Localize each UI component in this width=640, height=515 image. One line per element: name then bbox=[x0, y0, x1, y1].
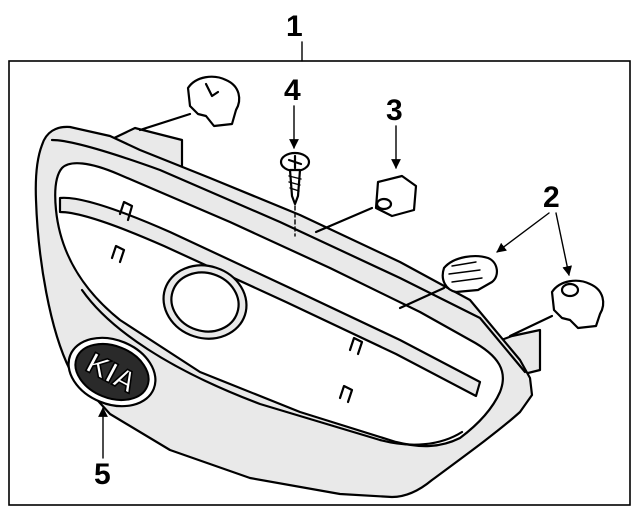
clip-upper-leader bbox=[138, 112, 192, 132]
clip-right-seal bbox=[398, 255, 498, 310]
callout-4: 4 bbox=[284, 74, 301, 107]
screw bbox=[279, 151, 311, 237]
clip-lower-leader bbox=[508, 314, 554, 338]
grille-emblem-recess bbox=[170, 271, 240, 333]
callout-2: 2 bbox=[543, 181, 560, 214]
kia-emblem: KIA bbox=[67, 336, 157, 408]
bracket-hole bbox=[375, 197, 393, 211]
grille-tab-4 bbox=[338, 384, 354, 404]
clip-upper-body bbox=[186, 75, 241, 128]
diagram-border bbox=[8, 60, 631, 506]
grille-top-rim bbox=[50, 138, 527, 374]
grille-lower-contour bbox=[80, 288, 464, 446]
screw-drive bbox=[287, 154, 303, 170]
bracket bbox=[314, 174, 418, 234]
callout-2-arrow-b bbox=[555, 212, 572, 276]
seal-ribs bbox=[448, 261, 483, 283]
callout-2-arrow-a bbox=[496, 212, 550, 253]
seal-leader bbox=[398, 286, 446, 310]
emblem-inner-field bbox=[74, 343, 150, 401]
grille-tab-1 bbox=[118, 200, 134, 222]
radiator-grille bbox=[34, 125, 542, 499]
clip-lower bbox=[508, 279, 605, 338]
clip-lower-head bbox=[560, 282, 580, 298]
bracket-leader bbox=[314, 206, 374, 234]
clip-upper-slot bbox=[204, 82, 220, 98]
callout-3: 3 bbox=[386, 94, 403, 127]
screw-thread bbox=[288, 175, 302, 192]
grille-tab-3 bbox=[348, 336, 364, 356]
callout-1: 1 bbox=[286, 10, 303, 43]
screw-shank bbox=[288, 168, 302, 206]
clip-upper bbox=[138, 75, 241, 132]
grille-tab-2 bbox=[110, 244, 126, 264]
grille-slat bbox=[58, 196, 482, 398]
bracket-body bbox=[374, 174, 418, 218]
callout-5: 5 bbox=[94, 458, 111, 491]
